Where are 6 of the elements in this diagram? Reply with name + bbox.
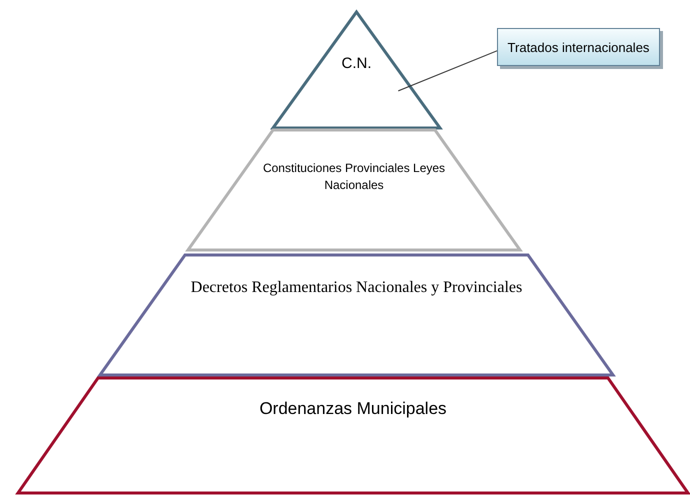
tier-label: C.N. (340, 54, 372, 74)
leader-line (398, 50, 498, 92)
tier-label: Decretos Reglamentarios Nacionales y Provinciales (190, 278, 523, 298)
tier-label: Ordenanzas Municipales (258, 398, 448, 420)
callout-box: Tratados internacionales (497, 28, 660, 66)
tier-label: Constituciones Provinciales Leyes Nacionales (262, 160, 446, 194)
